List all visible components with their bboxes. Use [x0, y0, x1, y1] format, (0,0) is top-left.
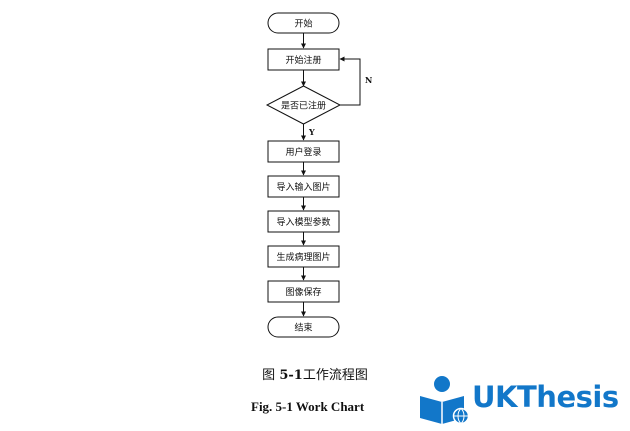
save-node-label: 图像保存	[285, 286, 321, 298]
import-model-node-label: 导入模型参数	[276, 216, 330, 228]
import-model-node: 导入模型参数	[267, 210, 340, 233]
ukthesis-logo: UKThesis	[416, 372, 626, 427]
generate-node: 生成病理图片	[267, 245, 340, 268]
end-node: 结束	[267, 316, 340, 338]
book-reader-icon	[420, 376, 470, 425]
import-image-node-label: 导入输入图片	[276, 181, 330, 193]
caption-cn-number: 5-1	[279, 368, 303, 383]
register-node: 开始注册	[267, 48, 340, 71]
caption-english: Fig. 5-1 Work Chart	[251, 399, 365, 414]
caption-chinese: 图 5-1工作流程图	[0, 364, 630, 383]
end-node-label: 结束	[294, 322, 312, 334]
register-node-label: 开始注册	[285, 54, 321, 66]
login-node-label: 用户登录	[285, 146, 321, 158]
save-node: 图像保存	[267, 280, 340, 303]
caption-cn-prefix: 图	[262, 368, 280, 383]
login-node: 用户登录	[267, 140, 340, 163]
start-node-label: 开始	[294, 18, 312, 30]
start-node: 开始	[267, 12, 340, 34]
generate-node-label: 生成病理图片	[276, 251, 330, 263]
no-label: N	[365, 75, 372, 85]
decision-node-label: 是否已注册	[281, 100, 326, 112]
caption-cn-title: 工作流程图	[302, 368, 368, 383]
decision-node: 是否已注册	[265, 85, 342, 125]
import-image-node: 导入输入图片	[267, 175, 340, 198]
logo-text: UKThesis	[472, 380, 619, 414]
arrow-no-loop	[339, 56, 361, 106]
yes-label: Y	[308, 127, 315, 137]
